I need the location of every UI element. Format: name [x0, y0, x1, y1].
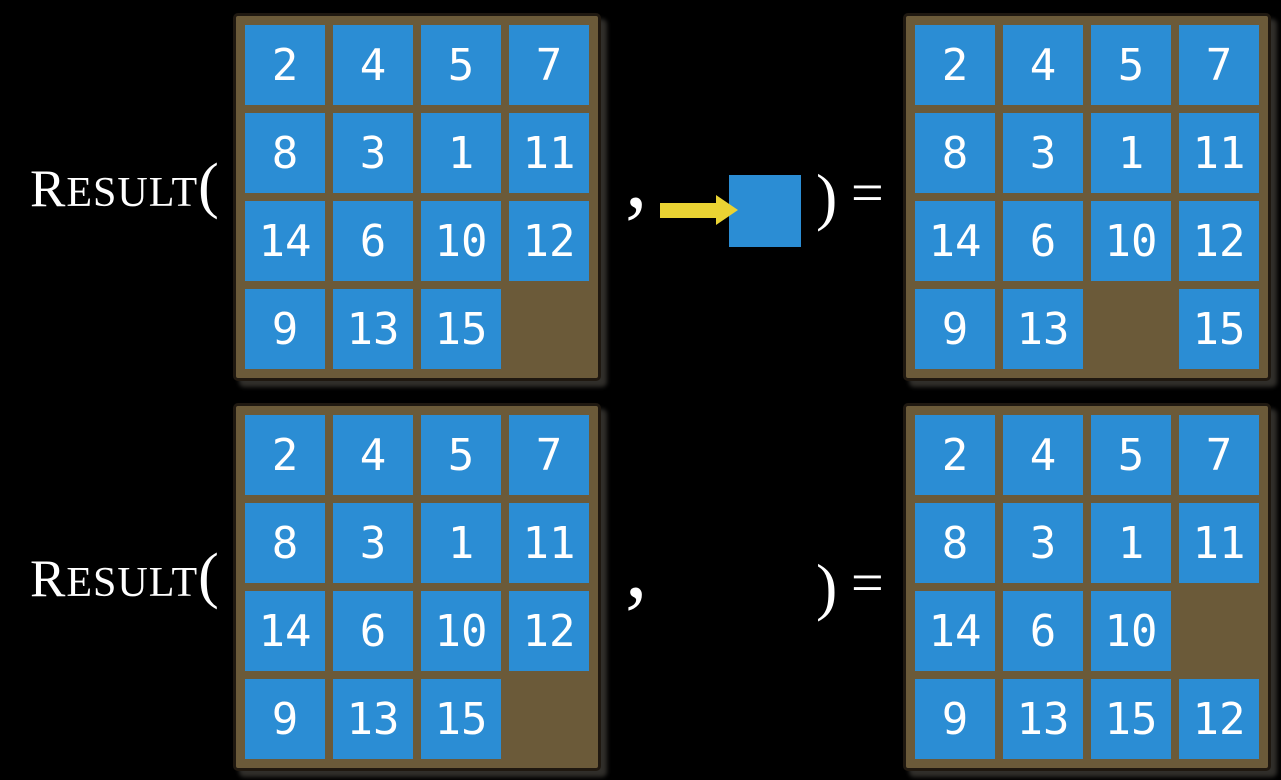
puzzle-tile-12: 12 — [1179, 201, 1259, 281]
puzzle-tile-6: 6 — [1003, 591, 1083, 671]
puzzle-tile-1: 1 — [421, 503, 501, 583]
puzzle-tile-8: 8 — [915, 113, 995, 193]
function-name-rest: ESULT — [66, 560, 199, 606]
empty-cell — [509, 679, 589, 759]
open-paren: ( — [198, 152, 219, 220]
empty-cell — [1091, 289, 1171, 369]
puzzle-tile-8: 8 — [245, 113, 325, 193]
equals-sign: = — [851, 550, 884, 615]
empty-cell — [1179, 591, 1259, 671]
puzzle-tile-3: 3 — [333, 113, 413, 193]
equals-sign: = — [851, 160, 884, 225]
puzzle-tile-15: 15 — [421, 679, 501, 759]
puzzle-tile-2: 2 — [915, 415, 995, 495]
puzzle-tile-8: 8 — [245, 503, 325, 583]
close-paren: ) — [816, 551, 838, 622]
puzzle-tile-7: 7 — [1179, 415, 1259, 495]
puzzle-tile-1: 1 — [1091, 503, 1171, 583]
close-paren: ) — [816, 161, 838, 232]
puzzle-tile-13: 13 — [333, 679, 413, 759]
puzzle-tile-4: 4 — [333, 415, 413, 495]
puzzle-tile-13: 13 — [1003, 679, 1083, 759]
puzzle-tile-9: 9 — [245, 289, 325, 369]
function-name-rest: ESULT — [66, 170, 199, 216]
puzzle-tile-2: 2 — [915, 25, 995, 105]
puzzle-tile-5: 5 — [1091, 25, 1171, 105]
puzzle-tile-3: 3 — [1003, 113, 1083, 193]
puzzle-tile-6: 6 — [333, 201, 413, 281]
puzzle-tile-15: 15 — [1179, 289, 1259, 369]
puzzle-tile-2: 2 — [245, 25, 325, 105]
comma-separator: , — [625, 518, 648, 617]
puzzle-tile-15: 15 — [1091, 679, 1171, 759]
puzzle-tile-7: 7 — [1179, 25, 1259, 105]
puzzle-tile-13: 13 — [333, 289, 413, 369]
puzzle-tile-4: 4 — [1003, 25, 1083, 105]
puzzle-tile-6: 6 — [333, 591, 413, 671]
puzzle-tile-14: 14 — [915, 201, 995, 281]
puzzle-tile-9: 9 — [915, 679, 995, 759]
puzzle-tile-12: 12 — [509, 201, 589, 281]
puzzle-tile-2: 2 — [245, 415, 325, 495]
puzzle-tile-9: 9 — [915, 289, 995, 369]
puzzle-tile-10: 10 — [1091, 201, 1171, 281]
puzzle-tile-5: 5 — [421, 25, 501, 105]
puzzle-tile-3: 3 — [333, 503, 413, 583]
puzzle-tile-6: 6 — [1003, 201, 1083, 281]
puzzle-tile-14: 14 — [245, 591, 325, 671]
puzzle-tile-14: 14 — [915, 591, 995, 671]
puzzle-tile-15: 15 — [421, 289, 501, 369]
puzzle-tile-9: 9 — [245, 679, 325, 759]
puzzle-tile-12: 12 — [509, 591, 589, 671]
puzzle-tile-10: 10 — [1091, 591, 1171, 671]
puzzle-tile-14: 14 — [245, 201, 325, 281]
empty-cell — [509, 289, 589, 369]
puzzle-tile-5: 5 — [1091, 415, 1171, 495]
puzzle-tile-7: 7 — [509, 415, 589, 495]
puzzle-tile-3: 3 — [1003, 503, 1083, 583]
open-paren: ( — [198, 542, 219, 610]
puzzle-tile-7: 7 — [509, 25, 589, 105]
function-label: RESULT( — [30, 155, 219, 218]
function-name-initial: R — [30, 550, 67, 608]
comma-separator: , — [625, 128, 648, 227]
puzzle-tile-1: 1 — [421, 113, 501, 193]
puzzle-tile-11: 11 — [1179, 113, 1259, 193]
puzzle-tile-11: 11 — [509, 503, 589, 583]
right-arrow-icon — [660, 195, 738, 225]
function-name-initial: R — [30, 160, 67, 218]
arrow-head — [716, 195, 738, 225]
function-label: RESULT( — [30, 545, 219, 608]
puzzle-tile-8: 8 — [915, 503, 995, 583]
puzzle-tile-11: 11 — [1179, 503, 1259, 583]
puzzle-tile-10: 10 — [421, 591, 501, 671]
puzzle-tile-1: 1 — [1091, 113, 1171, 193]
puzzle-tile-11: 11 — [509, 113, 589, 193]
puzzle-tile-4: 4 — [1003, 415, 1083, 495]
arrow-shaft — [660, 203, 717, 218]
puzzle-tile-5: 5 — [421, 415, 501, 495]
puzzle-tile-13: 13 — [1003, 289, 1083, 369]
action-tile — [729, 175, 801, 247]
puzzle-tile-10: 10 — [421, 201, 501, 281]
puzzle-tile-4: 4 — [333, 25, 413, 105]
puzzle-tile-12: 12 — [1179, 679, 1259, 759]
